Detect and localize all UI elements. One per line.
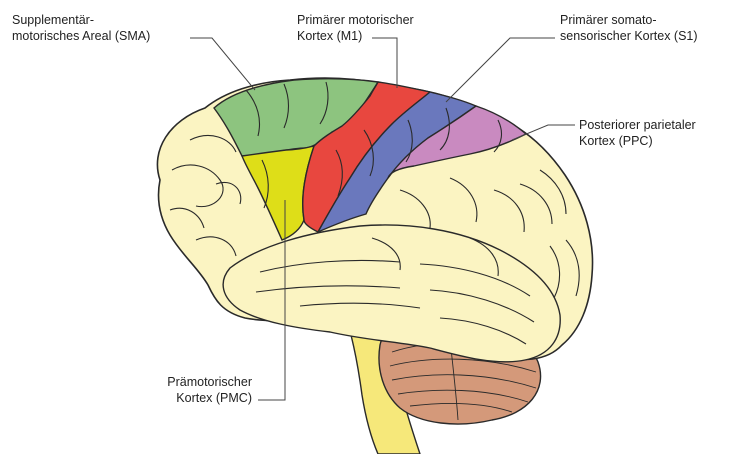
pmc-label-line1: Prämotorischer	[148, 374, 252, 390]
sma-label-line2: motorisches Areal (SMA)	[12, 28, 150, 44]
m1-label-line1: Primärer motorischer	[297, 12, 414, 28]
sma-label-line1: Supplementär-	[12, 12, 150, 28]
ppc-label-line2: Kortex (PPC)	[579, 133, 696, 149]
ppc-label: Posteriorer parietaler Kortex (PPC)	[579, 117, 696, 149]
m1-label-line2: Kortex (M1)	[297, 28, 414, 44]
s1-label: Primärer somato- sensorischer Kortex (S1…	[560, 12, 698, 44]
pmc-label-line2: Kortex (PMC)	[148, 390, 252, 406]
ppc-label-line1: Posteriorer parietaler	[579, 117, 696, 133]
s1-label-line2: sensorischer Kortex (S1)	[560, 28, 698, 44]
s1-leader	[446, 38, 555, 102]
sma-label: Supplementär- motorisches Areal (SMA)	[12, 12, 150, 44]
s1-label-line1: Primärer somato-	[560, 12, 698, 28]
pmc-label: Prämotorischer Kortex (PMC)	[148, 374, 252, 406]
m1-leader	[372, 38, 397, 88]
sma-leader	[190, 38, 255, 90]
m1-label: Primärer motorischer Kortex (M1)	[297, 12, 414, 44]
